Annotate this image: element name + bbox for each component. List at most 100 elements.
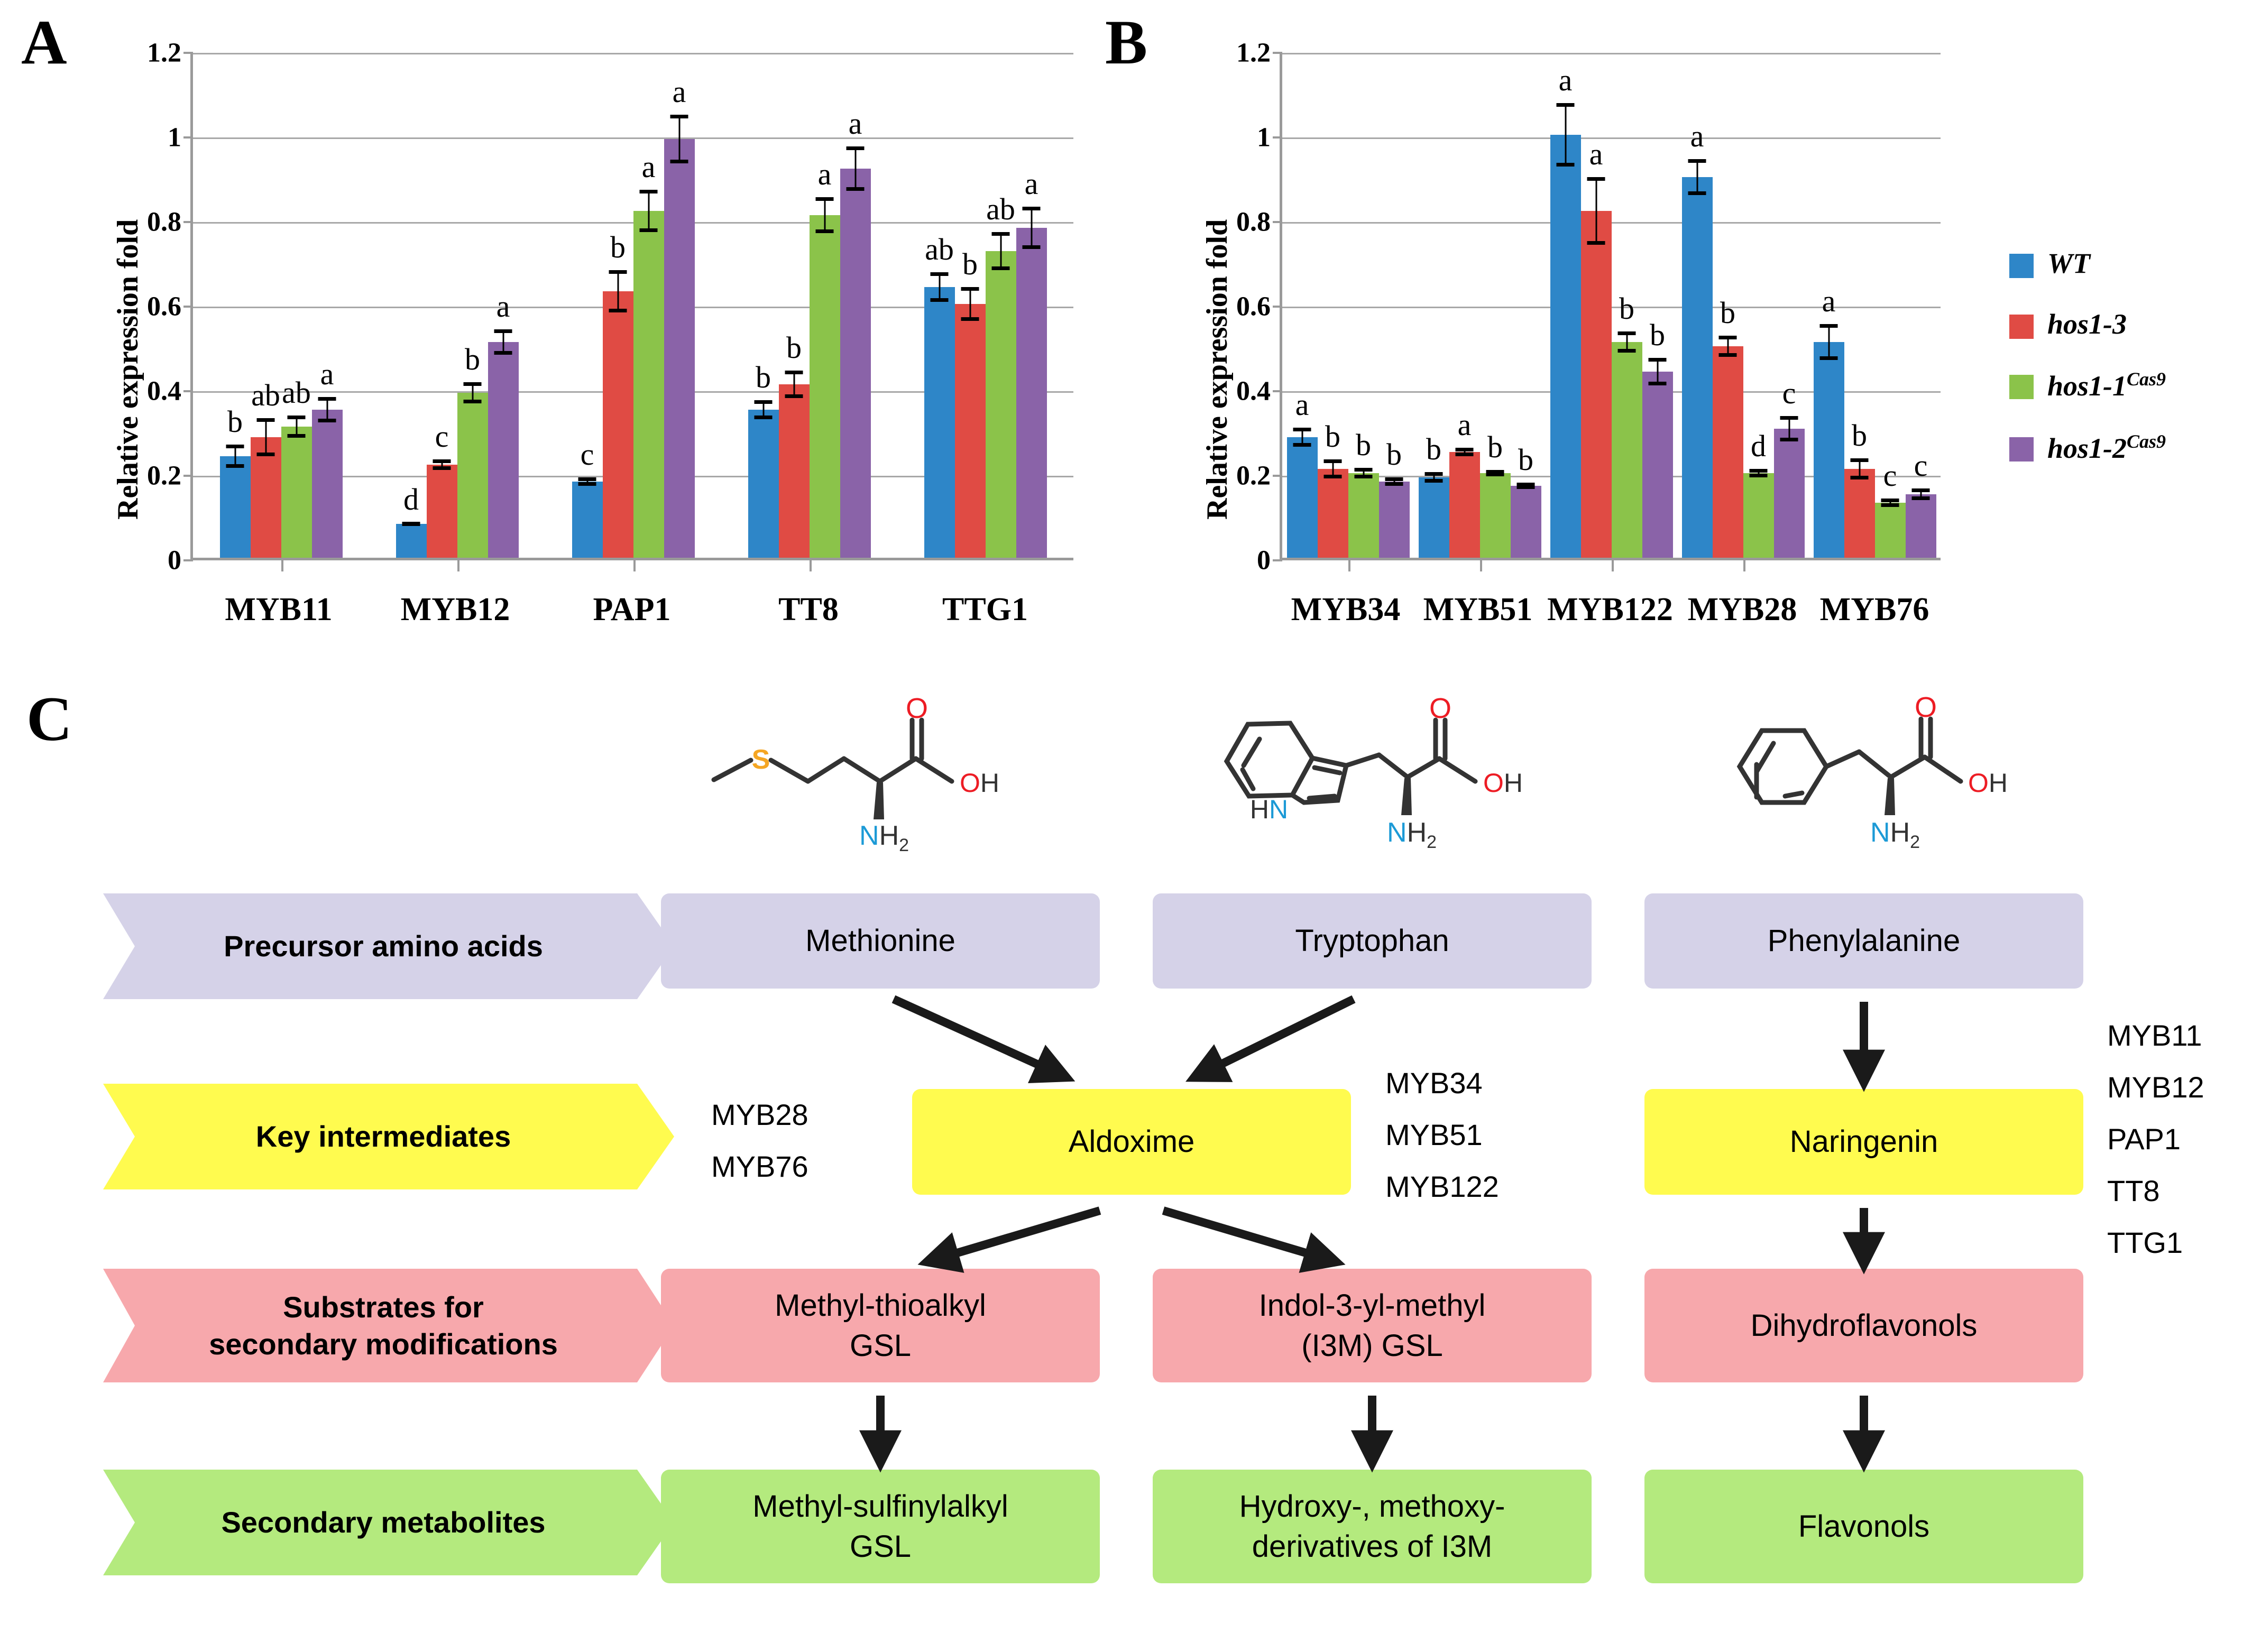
bar-MYB76-hos1-2-Cas9: c [1905, 450, 1936, 558]
svg-text:S: S [752, 744, 770, 775]
gridline [1282, 307, 1941, 308]
y-tick-label: 0 [1257, 545, 1271, 576]
y-tick-label: 0 [168, 545, 181, 576]
bar-group-MYB11: b ab ab a [193, 53, 369, 571]
significance-letter: ab [925, 232, 954, 266]
error-bar [1494, 469, 1496, 477]
y-tick-mark [183, 221, 193, 223]
legend-item-2: hos1-1Cas9 [2009, 369, 2166, 401]
y-tick-label: 0.2 [147, 460, 181, 491]
bar-MYB51-WT: b [1418, 434, 1449, 558]
svg-text:NH2: NH2 [1870, 817, 1920, 851]
error-bar [1363, 467, 1364, 479]
bar-fill [748, 410, 779, 558]
bar-fill [1874, 503, 1906, 558]
error-bar [1727, 336, 1729, 357]
error-bar [441, 459, 443, 470]
error-bar [1393, 477, 1395, 486]
bar-PAP1-hos1-3: b [602, 232, 633, 558]
bar-fill [985, 251, 1016, 558]
legend-item-1: hos1-3 [2009, 309, 2166, 339]
error-bar [1696, 159, 1698, 195]
legend-item-3: hos1-2Cas9 [2009, 431, 2166, 464]
error-bar [1565, 103, 1566, 167]
significance-letter: b [756, 360, 771, 395]
significance-letter: ab [282, 375, 311, 410]
error-bar [586, 477, 588, 486]
svg-text:O: O [906, 693, 928, 724]
node-dihydroflavonols: Dihydroflavonols [1644, 1269, 2083, 1382]
node-methionine: Methionine [661, 893, 1100, 989]
gridline [1282, 222, 1941, 224]
error-bar [762, 400, 764, 419]
error-bar [1626, 331, 1628, 353]
bar-MYB28-hos1-1-Cas9: d [1743, 431, 1774, 558]
y-tick-mark [1273, 306, 1282, 308]
bar-MYB28-hos1-2-Cas9: c [1773, 378, 1805, 558]
bar-fill [219, 456, 251, 558]
bar-fill [572, 482, 603, 558]
y-tick-mark [1273, 221, 1282, 223]
error-bar [793, 370, 795, 399]
svg-text:NH2: NH2 [859, 820, 909, 851]
bar-fill [1743, 473, 1774, 558]
y-tick-label: 0.4 [147, 376, 181, 407]
bar-groups: a b b b b a [1282, 53, 1941, 571]
node-label: Naringenin [1789, 1124, 1938, 1159]
svg-text:OH: OH [1968, 768, 2008, 798]
svg-text:OH: OH [960, 768, 999, 798]
significance-letter: a [1024, 167, 1038, 201]
bar-MYB11-WT: b [219, 407, 251, 558]
bar-group-MYB12: d c b a [369, 53, 545, 571]
bar-fill [1479, 473, 1511, 558]
node-indol-3-yl-methyl-gsl: Indol-3-yl-methyl(I3M) GSL [1153, 1269, 1592, 1382]
error-bar [1031, 207, 1032, 249]
svg-text:HN: HN [1250, 795, 1288, 824]
gridline [193, 137, 1073, 139]
row-label-secondary-metabolites: Secondary metabolites [103, 1470, 674, 1575]
error-bar [1758, 469, 1759, 477]
node-tryptophan: Tryptophan [1153, 893, 1592, 989]
bar-fill [281, 427, 312, 558]
bar-MYB51-hos1-3: a [1449, 410, 1480, 558]
bar-MYB122-hos1-3: a [1580, 139, 1612, 558]
error-bar [824, 197, 825, 233]
significance-letter: a [848, 106, 862, 141]
gene-label: TT8 [2107, 1174, 2160, 1207]
bar-MYB34-hos1-2-Cas9: b [1378, 439, 1410, 558]
bar-fill [1348, 473, 1379, 558]
svg-text:O: O [1915, 693, 1937, 723]
node-label: Indol-3-yl-methyl(I3M) GSL [1258, 1288, 1486, 1363]
molecule-tryptophan: HN O OH NH2 [1211, 693, 1549, 852]
error-bar [410, 522, 412, 526]
x-tick-label: MYB34 [1291, 592, 1401, 627]
bar-fill [1905, 494, 1936, 558]
y-tick-label: 0.8 [1236, 207, 1271, 237]
bar-fill [602, 291, 633, 558]
bar-TTG1-hos1-3: b [954, 249, 986, 558]
row-label-text: Precursor amino acids [224, 929, 543, 963]
bar-PAP1-hos1-1-Cas9: a [633, 152, 664, 558]
y-axis-label: Relative expression fold [112, 219, 144, 520]
error-bar [617, 270, 619, 312]
bar-MYB11-hos1-1-Cas9: ab [281, 377, 312, 558]
bar-fill [1550, 135, 1581, 558]
bar-fill [1317, 469, 1348, 558]
bar-PAP1-WT: c [572, 439, 603, 558]
significance-letter: a [672, 74, 686, 109]
node-naringenin: Naringenin [1644, 1089, 2083, 1195]
legend-swatch [2009, 254, 2034, 278]
error-bar [1332, 459, 1334, 479]
y-tick-label: 0.6 [1236, 291, 1271, 322]
bar-fill [1611, 342, 1642, 558]
y-tick-mark [1273, 136, 1282, 139]
bar-fill [840, 169, 871, 558]
y-tick-mark [183, 306, 193, 308]
significance-letter: b [786, 330, 802, 365]
significance-letter: a [1822, 283, 1836, 318]
row-label-precursor-amino-acids: Precursor amino acids [103, 893, 674, 999]
